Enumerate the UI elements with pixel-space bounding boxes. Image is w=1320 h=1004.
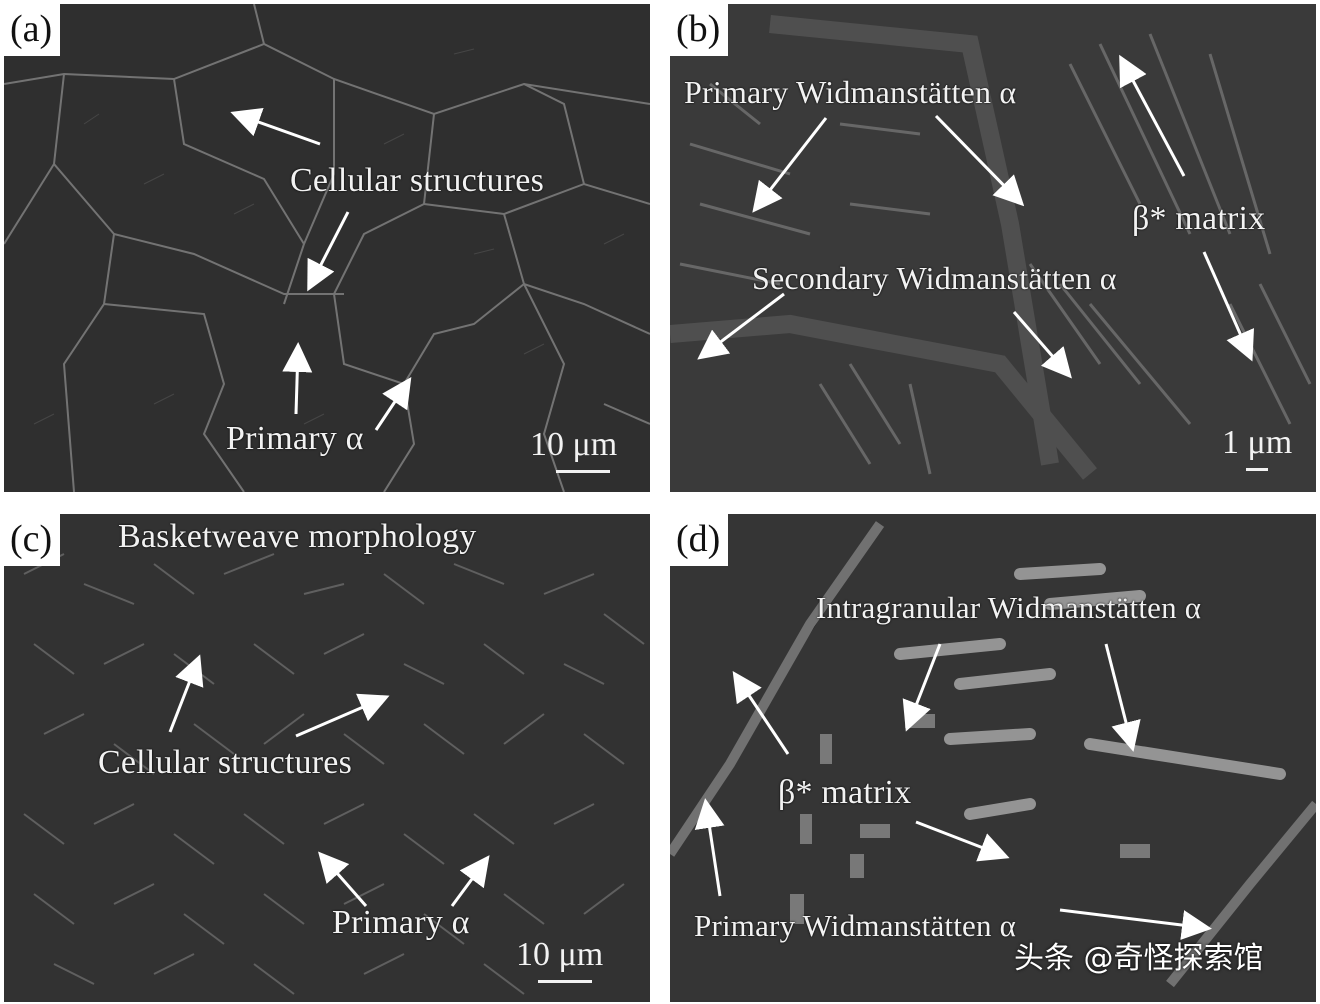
panel-tag-b: (b) bbox=[670, 4, 729, 56]
panel-b: (b) Primary Widmanstätten α β* matrix Se… bbox=[670, 4, 1316, 492]
watermark-text: 头条 @奇怪探索馆 bbox=[1014, 941, 1264, 976]
label-primary-alpha-a: Primary α bbox=[226, 420, 364, 457]
scale-bar-a bbox=[556, 470, 610, 473]
scale-label-c: 10 μm bbox=[516, 936, 604, 973]
label-primary-widmanstatten-b: Primary Widmanstätten α bbox=[684, 74, 1017, 110]
label-cellular-structures-a: Cellular structures bbox=[290, 162, 545, 199]
scale-bar-c bbox=[538, 980, 592, 983]
panel-a: (a) Cellular structures Primary α 10 μm bbox=[4, 4, 650, 492]
panel-tag-d: (d) bbox=[670, 514, 729, 566]
micrograph-b bbox=[670, 4, 1316, 492]
label-primary-alpha-c: Primary α bbox=[332, 904, 470, 941]
label-secondary-widmanstatten-b: Secondary Widmanstätten α bbox=[752, 260, 1117, 296]
label-intragranular-widmanstatten: Intragranular Widmanstätten α bbox=[816, 590, 1202, 625]
micrograph-a bbox=[4, 4, 650, 492]
label-cellular-structures-c: Cellular structures bbox=[98, 744, 353, 781]
panel-tag-a: (a) bbox=[4, 4, 61, 56]
scale-label-a: 10 μm bbox=[530, 426, 618, 463]
panel-c: (c) Basketweave morphology Cellular stru… bbox=[4, 514, 650, 1002]
scale-label-b: 1 μm bbox=[1222, 424, 1293, 461]
scale-bar-b bbox=[1246, 468, 1268, 471]
label-basketweave-morphology: Basketweave morphology bbox=[118, 518, 477, 555]
panel-tag-c: (c) bbox=[4, 514, 61, 566]
label-primary-widmanstatten-d: Primary Widmanstätten α bbox=[694, 908, 1017, 943]
label-beta-matrix-b: β* matrix bbox=[1132, 200, 1266, 237]
label-beta-matrix-d: β* matrix bbox=[778, 774, 912, 811]
micrograph-c bbox=[4, 514, 650, 1002]
panel-d: (d) Intragranular Widmanstätten α β* mat… bbox=[670, 514, 1316, 1002]
